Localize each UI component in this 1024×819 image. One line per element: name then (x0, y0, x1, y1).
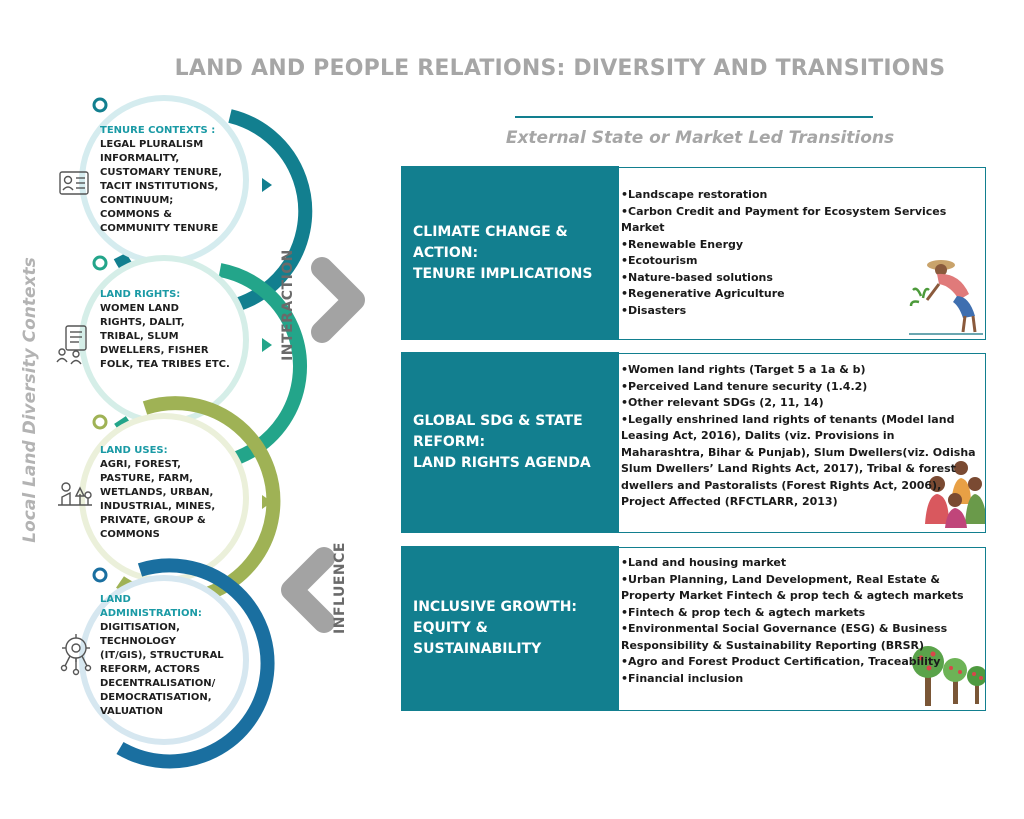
network-gear-icon (60, 634, 92, 676)
title-divider (515, 116, 873, 118)
bullet-item: Disasters (621, 303, 981, 320)
transition-title-growth: INCLUSIVE GROWTH: EQUITY & SUSTAINABILIT… (401, 546, 619, 711)
panel-title-line: ACTION: (413, 244, 479, 261)
panel-title-line: GLOBAL SDG & STATE (413, 413, 583, 429)
context-body: DIGITISATION, TECHNOLOGY (IT/GIS), STRUC… (100, 622, 224, 717)
panel-title-line: LAND RIGHTS AGENDA (413, 455, 591, 471)
page-title: LAND AND PEOPLE RELATIONS: DIVERSITY AND… (174, 56, 946, 81)
context-text-uses: LAND USES: AGRI, FOREST, PASTURE, FARM, … (100, 444, 250, 542)
ring-dot-tenure (92, 97, 108, 113)
bullet-item: Nature-based solutions (621, 270, 981, 287)
bullet-item: Agro and Forest Product Certification, T… (621, 654, 981, 671)
ring-dot-uses (92, 414, 108, 430)
bullet-item: Women land rights (Target 5 a 1a & b) (621, 362, 981, 379)
context-heading: LAND USES: (100, 445, 168, 456)
bullet-item: Legally enshrined land rights of tenants… (621, 412, 981, 511)
section-subtitle: External State or Market Led Transitions (505, 128, 895, 148)
panel-title-line: INCLUSIVE GROWTH: (413, 599, 578, 615)
id-card-icon (59, 171, 89, 195)
panel-title-line: EQUITY & (413, 620, 488, 636)
bullet-item: Regenerative Agriculture (621, 286, 981, 303)
panel-title-line: CLIMATE CHANGE & (413, 223, 568, 240)
bullet-item: Perceived Land tenure security (1.4.2) (621, 379, 981, 396)
context-body: LEGAL PLURALISM INFORMALITY, CUSTOMARY T… (100, 139, 223, 234)
landscape-icon (58, 482, 92, 506)
bullet-item: Landscape restoration (621, 187, 981, 204)
bullet-list: Women land rights (Target 5 a 1a & b) Pe… (621, 362, 981, 511)
transition-bullets-sdg: Women land rights (Target 5 a 1a & b) Pe… (619, 353, 986, 533)
context-body: AGRI, FOREST, PASTURE, FARM, WETLANDS, U… (100, 459, 216, 540)
context-heading: LAND ADMINISTRATION: (100, 594, 202, 619)
context-text-rights: LAND RIGHTS: WOMEN LAND RIGHTS, DALIT, T… (100, 288, 250, 372)
transition-title-climate: CLIMATE CHANGE & ACTION: TENURE IMPLICAT… (401, 166, 619, 340)
influence-text: INFLUENCE (332, 542, 348, 634)
transition-bullets-growth: Land and housing market Urban Planning, … (619, 547, 986, 711)
bullet-item: Fintech & prop tech & agtech markets (621, 605, 981, 622)
bullet-item: Financial inclusion (621, 671, 981, 688)
bullet-list: Landscape restoration Carbon Credit and … (621, 187, 981, 319)
context-text-admin: LAND ADMINISTRATION: DIGITISATION, TECHN… (100, 593, 250, 719)
context-heading: LAND RIGHTS: (100, 289, 181, 300)
bullet-item: Other relevant SDGs (2, 11, 14) (621, 395, 981, 412)
context-heading: TENURE CONTEXTS : (100, 125, 216, 136)
context-body: WOMEN LAND RIGHTS, DALIT, TRIBAL, SLUM D… (100, 303, 230, 370)
interaction-chevron-icon (311, 257, 365, 343)
bullet-item: Carbon Credit and Payment for Ecosystem … (621, 204, 981, 237)
ring-dot-rights (92, 255, 108, 271)
transition-title-sdg: GLOBAL SDG & STATE REFORM: LAND RIGHTS A… (401, 352, 619, 533)
circle-ring-admin (116, 558, 275, 769)
panel-title-line: REFORM: (413, 434, 486, 450)
bullet-item: Land and housing market (621, 555, 981, 572)
panel-title-line: SUSTAINABILITY (413, 641, 542, 657)
context-text-tenure: TENURE CONTEXTS : LEGAL PLURALISM INFORM… (100, 124, 250, 236)
bullet-item: Ecotourism (621, 253, 981, 270)
ring-dot-admin (92, 567, 108, 583)
bullet-item: Environmental Social Governance (ESG) & … (621, 621, 981, 654)
bullet-list: Land and housing market Urban Planning, … (621, 555, 981, 687)
bullet-item: Renewable Energy (621, 237, 981, 254)
document-people-icon (56, 325, 87, 365)
interaction-text: INTERACTION (280, 249, 296, 361)
bullet-item: Urban Planning, Land Development, Real E… (621, 572, 981, 605)
panel-title-line: TENURE IMPLICATIONS (413, 265, 593, 282)
transition-bullets-climate: Landscape restoration Carbon Credit and … (619, 167, 986, 340)
context-circle-admin (79, 558, 275, 769)
influence-chevron-icon (281, 547, 335, 633)
